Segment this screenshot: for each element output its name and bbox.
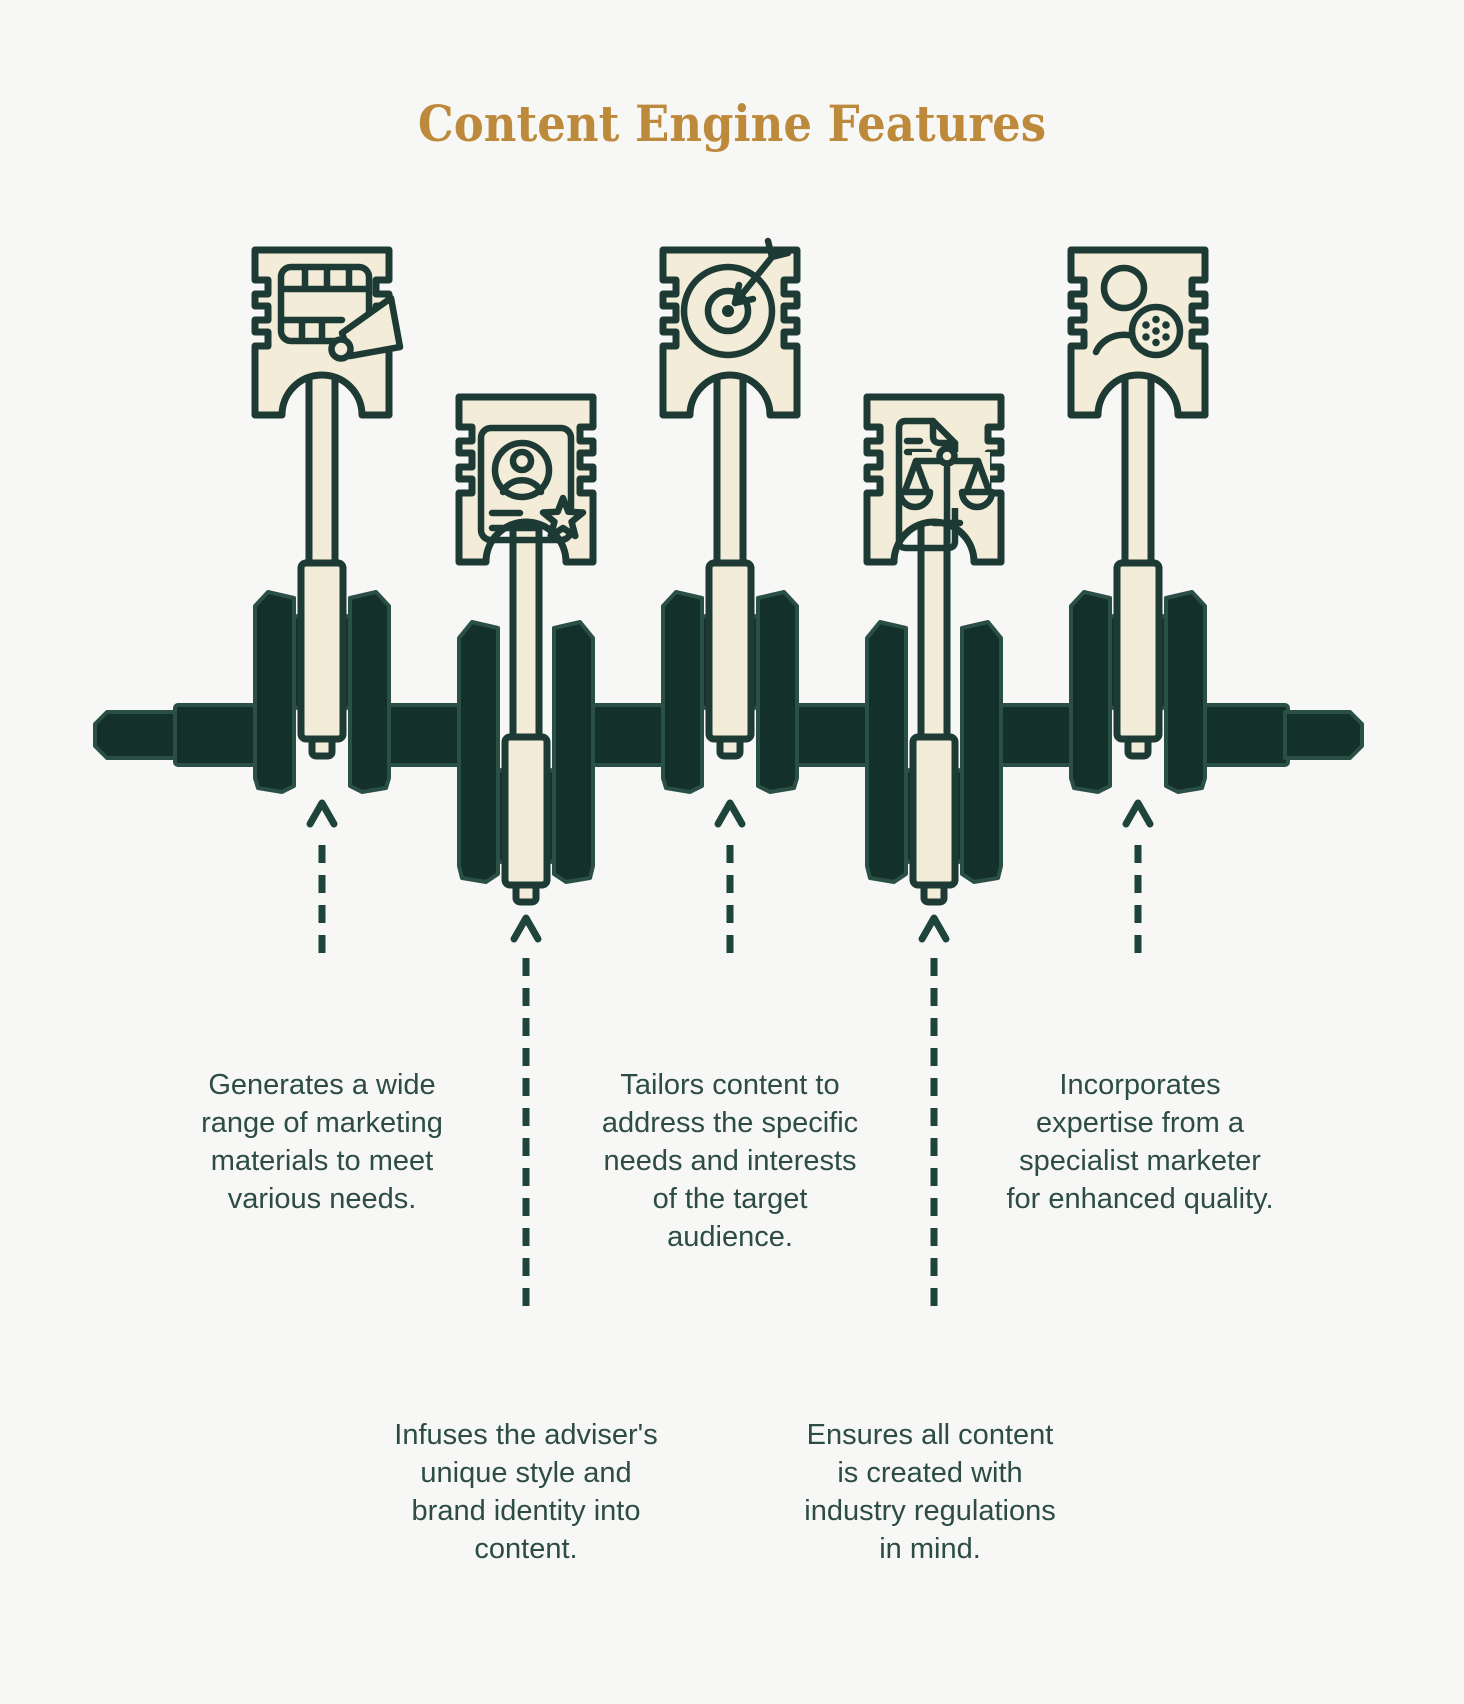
arrow-feature-2 — [514, 918, 538, 1318]
crankshaft-left-tip — [93, 710, 180, 760]
crankshaft-segment — [386, 703, 462, 767]
arrow-feature-4 — [922, 918, 946, 1318]
film-megaphone-icon — [277, 263, 404, 362]
feature-label-5: Incorporates expertise from a specialist… — [1006, 1069, 1274, 1215]
document-scales-icon — [895, 417, 996, 552]
arrow-feature-5 — [1126, 803, 1150, 962]
page-title: Content Engine Features — [417, 94, 1047, 153]
target-dart-icon — [680, 237, 792, 359]
arrow-feature-1 — [310, 803, 334, 962]
feature-label-4: Ensures all content is created with indu… — [804, 1419, 1056, 1565]
feature-label-2: Infuses the adviser's unique style and b… — [394, 1419, 658, 1565]
crankshaft-segment — [590, 703, 666, 767]
crankshaft-segment — [173, 703, 260, 767]
person-specialist-icon — [1092, 264, 1184, 359]
crankshaft-segment — [998, 703, 1074, 767]
feature-label-3: Tailors content to address the specific … — [601, 1069, 859, 1253]
arrow-feature-3 — [718, 803, 742, 962]
feature-label-1: Generates a wide range of marketing mate… — [201, 1069, 443, 1215]
crankshaft-segment — [794, 703, 870, 767]
id-card-star-icon — [477, 424, 587, 544]
crankshaft-segment — [1202, 703, 1290, 767]
crankshaft-right-tip — [1283, 710, 1364, 760]
